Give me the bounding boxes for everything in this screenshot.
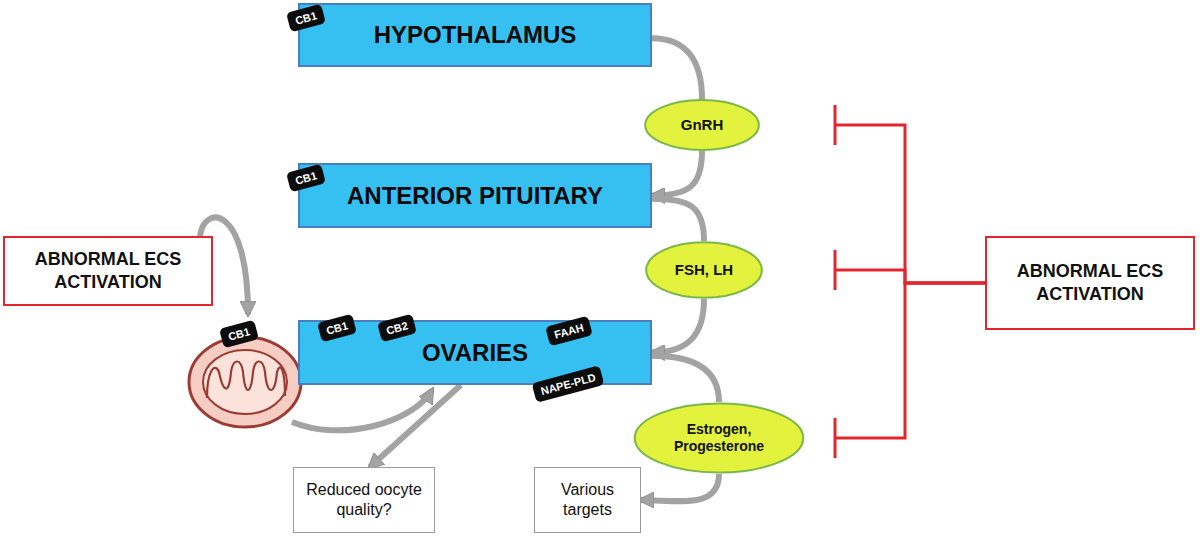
mitochondrion [189, 337, 301, 427]
flow-line [652, 199, 704, 241]
node-label: GnRH [681, 116, 724, 134]
outcome-box: Various targets [534, 467, 641, 533]
badge-label: CB1 [294, 169, 318, 186]
node-label: Estrogen, Progesterone [659, 421, 779, 455]
node-label: Various targets [543, 480, 632, 520]
badge-label: FAAH [553, 321, 585, 340]
activation-box: ABNORMAL ECS ACTIVATION [3, 236, 213, 306]
flow-arrow [652, 199, 704, 241]
inhibition-line [835, 283, 985, 438]
organ-box: HYPOTHALAMUS [298, 3, 652, 67]
flow-line [652, 299, 704, 353]
flow-line [370, 385, 461, 467]
flow-line [641, 474, 719, 501]
inhibition-connector [835, 105, 985, 283]
node-label: ABNORMAL ECS ACTIVATION [19, 248, 197, 295]
flow-line [652, 38, 702, 99]
inhibition-bar [834, 418, 837, 458]
feedback-arrow [292, 390, 432, 430]
hormone-ellipse: GnRH [644, 99, 760, 151]
flow-arrow [652, 38, 702, 99]
node-label: ABNORMAL ECS ACTIVATION [1001, 260, 1179, 307]
outcome-box: Reduced oocyte quality? [293, 467, 435, 533]
flow-line [652, 151, 702, 196]
inhibition-line [835, 270, 985, 283]
badge-label: CB1 [294, 9, 318, 26]
node-label: OVARIES [422, 339, 528, 367]
flow-arrow [652, 151, 702, 196]
flow-arrow [370, 385, 461, 467]
activation-box: ABNORMAL ECS ACTIVATION [985, 236, 1195, 330]
hormone-ellipse: FSH, LH [645, 241, 763, 299]
inhibition-connector [835, 283, 985, 458]
badge-label: CB1 [227, 325, 251, 342]
hormone-ellipse: Estrogen, Progesterone [633, 402, 805, 474]
badge-label: CB2 [385, 319, 409, 336]
organ-box: ANTERIOR PITUITARY [298, 163, 652, 228]
flow-line [652, 356, 719, 402]
inhibition-line [835, 125, 985, 283]
flow-arrow [652, 356, 719, 402]
inhibition-bar [834, 250, 837, 290]
flow-arrow [641, 474, 719, 501]
node-label: Reduced oocyte quality? [302, 480, 426, 520]
node-label: ANTERIOR PITUITARY [347, 182, 603, 210]
inhibition-bar [834, 105, 837, 145]
badge-label: CB1 [325, 319, 349, 336]
node-label: FSH, LH [675, 261, 733, 279]
node-label: HYPOTHALAMUS [374, 21, 577, 49]
flow-arrow [652, 299, 704, 353]
